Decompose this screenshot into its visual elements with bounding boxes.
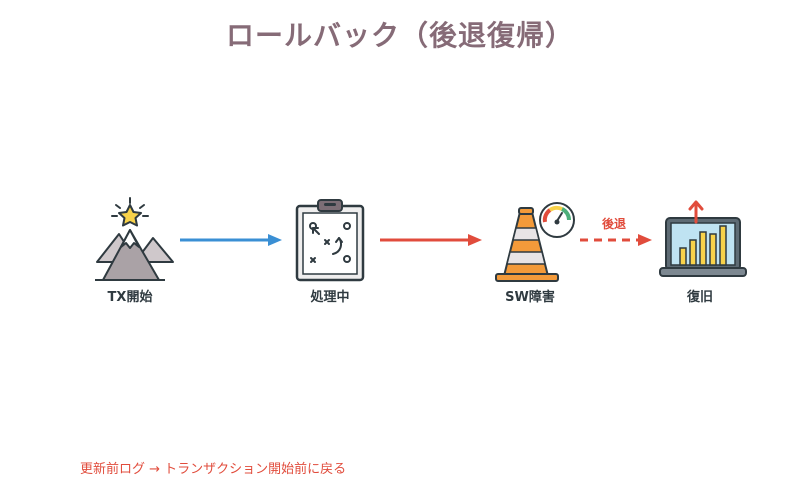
traffic-cone-gauge-icon bbox=[495, 202, 575, 282]
footer-note: 更新前ログ → トランザクション開始前に戻る bbox=[80, 462, 347, 477]
node-label-recovery: 復旧 bbox=[686, 290, 713, 305]
node-processing: 処理中 bbox=[275, 196, 385, 305]
arrow-processing-to-sw-failure bbox=[380, 234, 482, 246]
mountain-star-icon bbox=[95, 197, 174, 281]
node-label-sw-failure: SW障害 bbox=[505, 290, 555, 305]
node-label-processing: 処理中 bbox=[310, 290, 350, 305]
arrow-sw-failure-to-recovery bbox=[580, 234, 652, 246]
edge-label-rollback: 後退 bbox=[602, 217, 627, 231]
node-recovery: 復旧 bbox=[645, 196, 755, 305]
laptop-bar-chart-icon bbox=[659, 200, 747, 277]
node-sw-failure: SW障害 bbox=[475, 196, 585, 305]
clipboard-strategy-icon bbox=[295, 199, 365, 282]
arrow-tx-start-to-processing bbox=[180, 234, 282, 246]
node-tx-start: TX開始 bbox=[75, 196, 185, 305]
diagram-title: ロールバック（後退復帰） bbox=[225, 19, 574, 52]
node-label-tx-start: TX開始 bbox=[107, 290, 153, 305]
